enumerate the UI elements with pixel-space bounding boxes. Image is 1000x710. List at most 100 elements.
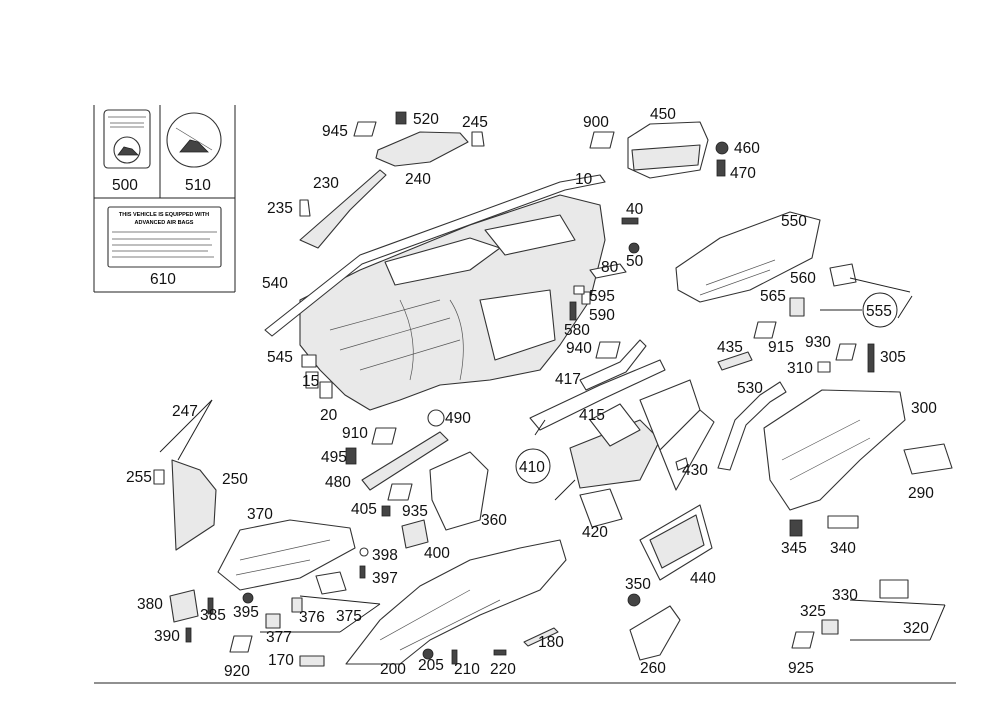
label-300: 300: [911, 400, 937, 417]
warning-label-line2: ADVANCED AIR BAGS: [135, 220, 194, 226]
label-540: 540: [262, 275, 288, 292]
label-930: 930: [805, 334, 831, 351]
label-170: 170: [268, 652, 294, 669]
label-395: 395: [233, 604, 259, 621]
label-925: 925: [788, 660, 814, 677]
nut-490: [427, 409, 445, 427]
label-200: 200: [380, 661, 406, 678]
strip-180: [523, 627, 559, 647]
pad-900: [589, 131, 615, 149]
label-370: 370: [247, 506, 273, 523]
label-565: 565: [760, 288, 786, 305]
label-415: 415: [579, 407, 605, 424]
pad-910: [371, 427, 397, 445]
dashboard-carrier-10: [299, 194, 606, 411]
screw-345: [789, 519, 803, 537]
screw-50: [628, 242, 640, 254]
switch-565: [789, 297, 805, 317]
warning-label-610: [107, 206, 222, 268]
label-360: 360: [481, 512, 507, 529]
label-385: 385: [200, 607, 226, 624]
label-545: 545: [267, 349, 293, 366]
glove-box-300: [763, 389, 906, 511]
screw-385: [207, 597, 214, 615]
clip-235: [299, 199, 311, 217]
clip-245: [471, 131, 485, 147]
part-376: [291, 597, 303, 613]
clip-595: [573, 285, 585, 295]
vent-frame-440: [639, 504, 713, 581]
module-380: [169, 589, 199, 623]
clip-350: [627, 593, 641, 607]
label-380: 380: [137, 596, 163, 613]
speaker-cover-240: [375, 131, 469, 167]
label-940: 940: [566, 340, 592, 357]
legend-box: [93, 105, 236, 293]
label-915: 915: [768, 339, 794, 356]
label-50: 50: [626, 253, 644, 270]
label-610: 610: [150, 271, 176, 288]
pad-920: [229, 635, 253, 653]
pad-915: [753, 321, 777, 339]
trim-417: [579, 339, 647, 391]
part-430: [675, 457, 689, 471]
cover-400: [401, 519, 429, 549]
label-305: 305: [880, 349, 906, 366]
label-350: 350: [625, 576, 651, 593]
screw-580: [569, 301, 577, 321]
part-305: [867, 343, 875, 373]
airbag-sticker-500: [103, 109, 151, 169]
clip-205: [422, 648, 434, 660]
label-320: 320: [903, 620, 929, 637]
callout-labels: 10 15 20 40 50 80 170 180 200 205 210 22…: [112, 106, 937, 680]
bracket-80: [589, 263, 627, 279]
screw-210: [451, 649, 458, 665]
trim-panels-410: [529, 359, 715, 491]
label-260: 260: [640, 660, 666, 677]
label-560: 560: [790, 270, 816, 287]
label-405: 405: [351, 501, 377, 518]
label-376: 376: [299, 609, 325, 626]
screw-390: [185, 627, 192, 643]
label-330: 330: [832, 587, 858, 604]
clip-405: [381, 505, 391, 517]
lower-panel-200: [345, 539, 567, 665]
handle-170: [299, 655, 325, 667]
bracket-20: [319, 381, 333, 399]
bumper-340: [827, 515, 859, 529]
label-945: 945: [322, 123, 348, 140]
trim-415: [589, 403, 641, 447]
label-375: 375: [336, 608, 362, 625]
label-397: 397: [372, 570, 398, 587]
pad-940: [595, 341, 621, 359]
lock-290: [903, 443, 953, 475]
part-325: [821, 619, 839, 635]
pad-930: [835, 343, 857, 361]
label-220: 220: [490, 661, 516, 678]
label-580: 580: [564, 322, 590, 339]
label-255: 255: [126, 469, 152, 486]
label-15: 15: [302, 373, 319, 390]
side-panel-250: [171, 459, 217, 551]
defroster-duct-230: [299, 169, 387, 249]
label-250: 250: [222, 471, 248, 488]
clip-255: [153, 469, 165, 485]
screw-40: [621, 217, 639, 225]
bolt-495: [345, 447, 357, 465]
label-910: 910: [342, 425, 368, 442]
screw-220: [493, 649, 507, 656]
label-440: 440: [690, 570, 716, 587]
callout-circle-555: [862, 292, 898, 328]
airbag-sticker-510: [166, 112, 222, 168]
part-377: [265, 613, 281, 629]
label-10: 10: [575, 171, 593, 188]
label-520: 520: [413, 111, 439, 128]
label-470: 470: [730, 165, 756, 182]
warning-label-line1: THIS VEHICLE IS EQUIPPED WITH: [119, 212, 209, 218]
clip-590: [581, 291, 591, 305]
label-920: 920: [224, 663, 250, 680]
label-290: 290: [908, 485, 934, 502]
trim-260: [629, 605, 681, 661]
label-550: 550: [781, 213, 807, 230]
label-205: 205: [418, 657, 444, 674]
